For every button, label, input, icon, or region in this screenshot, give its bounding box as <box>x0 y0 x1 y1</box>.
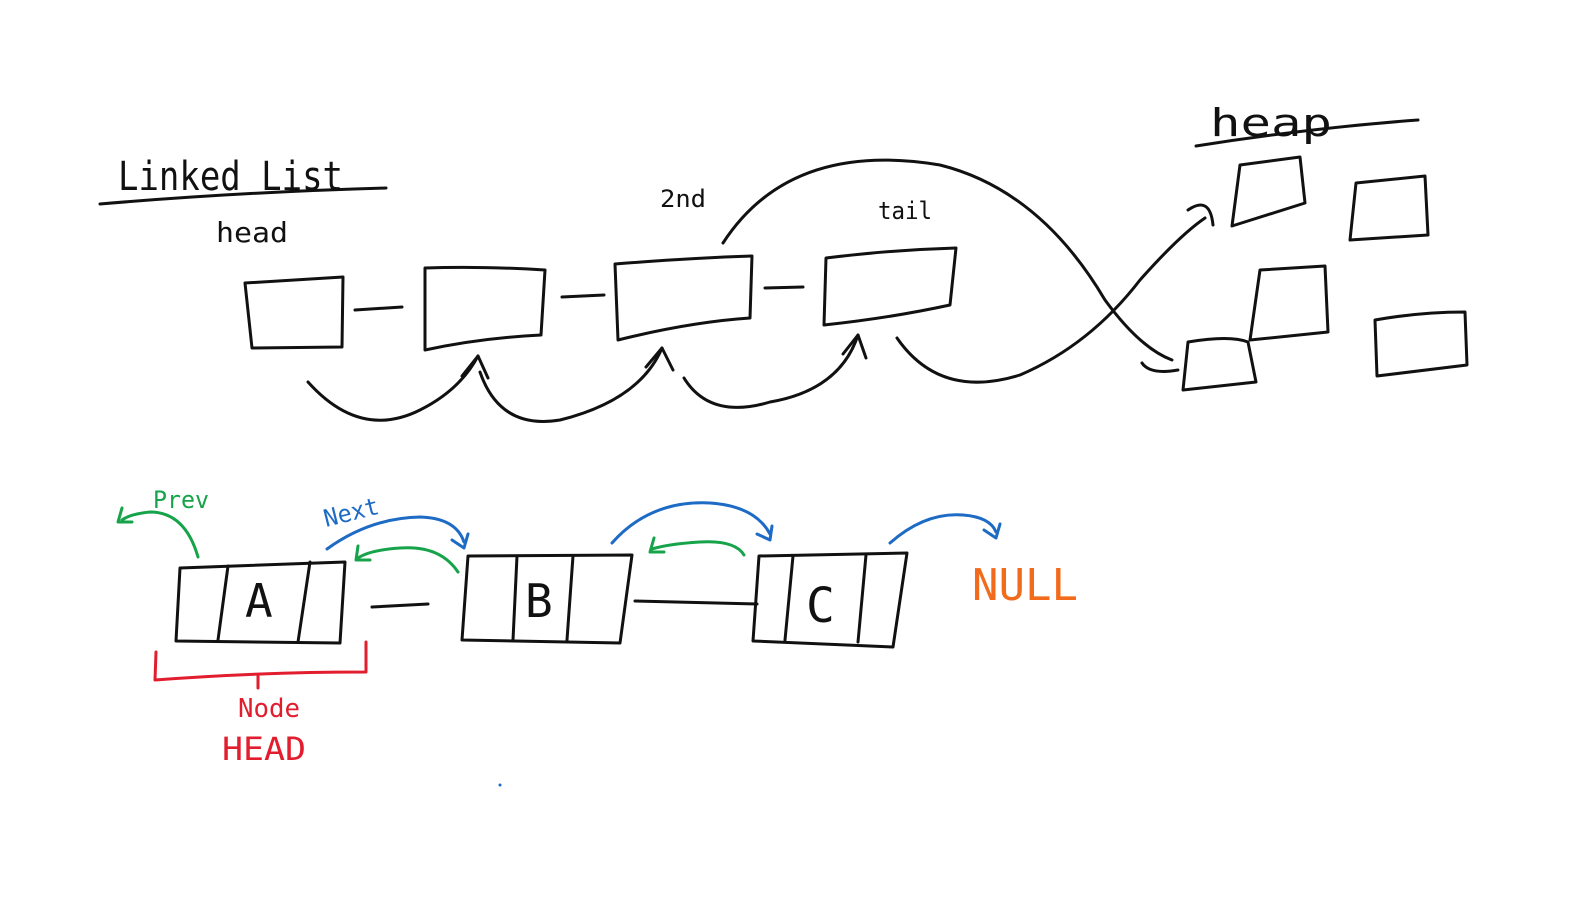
node-c-divider <box>783 554 795 642</box>
node-c-box <box>751 551 909 649</box>
arrowhead <box>354 544 372 562</box>
pointer-arrow <box>682 333 860 409</box>
prev-pointer: Prev <box>116 486 209 559</box>
next-pointer-b <box>610 501 774 545</box>
head-label: HEAD <box>222 730 306 768</box>
pointer-arrow <box>478 346 664 423</box>
node-c: C <box>751 551 909 649</box>
node-a-box <box>174 560 347 645</box>
node-a-label: A <box>245 574 273 628</box>
prev-label: Prev <box>153 486 209 514</box>
node-b-divider <box>511 554 519 642</box>
label-head: head <box>216 216 288 249</box>
node-connector <box>370 602 430 609</box>
title-underline <box>98 186 388 206</box>
arrowhead <box>116 506 134 524</box>
arrowhead <box>1140 361 1180 373</box>
next-pointer: Next <box>321 492 470 551</box>
top-section: Linked List head 2nd tail heap <box>98 101 1469 423</box>
node-a: A <box>174 560 347 645</box>
heap-block <box>1181 337 1258 392</box>
prev-arrow <box>356 546 460 574</box>
pointer-arrow <box>306 354 480 422</box>
label-heap: heap <box>1210 101 1332 145</box>
list-node-2 <box>423 265 547 352</box>
list-connector <box>560 293 606 299</box>
brace-line <box>153 640 368 682</box>
next-arrow <box>325 515 466 551</box>
title-linked-list: Linked List <box>118 154 343 200</box>
pointer-to-heap <box>895 216 1207 384</box>
prev-pointer-b <box>354 544 460 574</box>
heap-underline <box>1194 118 1420 148</box>
label-tail: tail <box>878 197 932 225</box>
node-b-divider <box>565 554 575 642</box>
heap-block <box>1348 174 1430 242</box>
node-a-divider <box>296 560 312 644</box>
arrowhead <box>644 346 675 372</box>
prev-arrow <box>650 540 746 557</box>
list-node-head <box>243 275 345 350</box>
heap-block <box>1373 310 1469 378</box>
pointer-to-heap <box>721 158 1174 362</box>
heap-block <box>1230 155 1307 228</box>
label-2nd: 2nd <box>660 185 706 213</box>
arrowhead <box>982 522 1002 540</box>
prev-arrow <box>120 510 200 559</box>
arrowhead <box>755 524 774 542</box>
node-connector <box>633 599 759 606</box>
next-pointer-c <box>888 513 1002 545</box>
next-arrow <box>888 513 998 545</box>
arrowhead <box>1186 203 1215 227</box>
arrowhead <box>460 354 490 380</box>
null-label: NULL <box>972 560 1078 611</box>
prev-pointer-c <box>648 536 746 557</box>
list-node-3 <box>613 254 754 342</box>
next-arrow <box>610 501 772 545</box>
node-a-divider <box>216 564 230 642</box>
arrowhead <box>841 333 868 360</box>
stray-dot <box>498 783 502 787</box>
node-c-divider <box>856 553 868 644</box>
node-c-label: C <box>806 578 835 634</box>
list-connector <box>763 285 805 290</box>
list-node-tail <box>822 246 958 327</box>
node-brace-label: Node <box>238 694 300 724</box>
arrowhead <box>450 532 470 550</box>
list-connector <box>353 305 404 312</box>
heap-block <box>1248 264 1330 342</box>
bottom-section: A B C Prev Next <box>116 486 1078 787</box>
arrowhead <box>648 536 666 554</box>
node-brace: Node HEAD <box>153 640 368 768</box>
node-b-box <box>460 553 634 645</box>
node-b: B <box>460 553 634 645</box>
node-b-label: B <box>525 574 553 628</box>
